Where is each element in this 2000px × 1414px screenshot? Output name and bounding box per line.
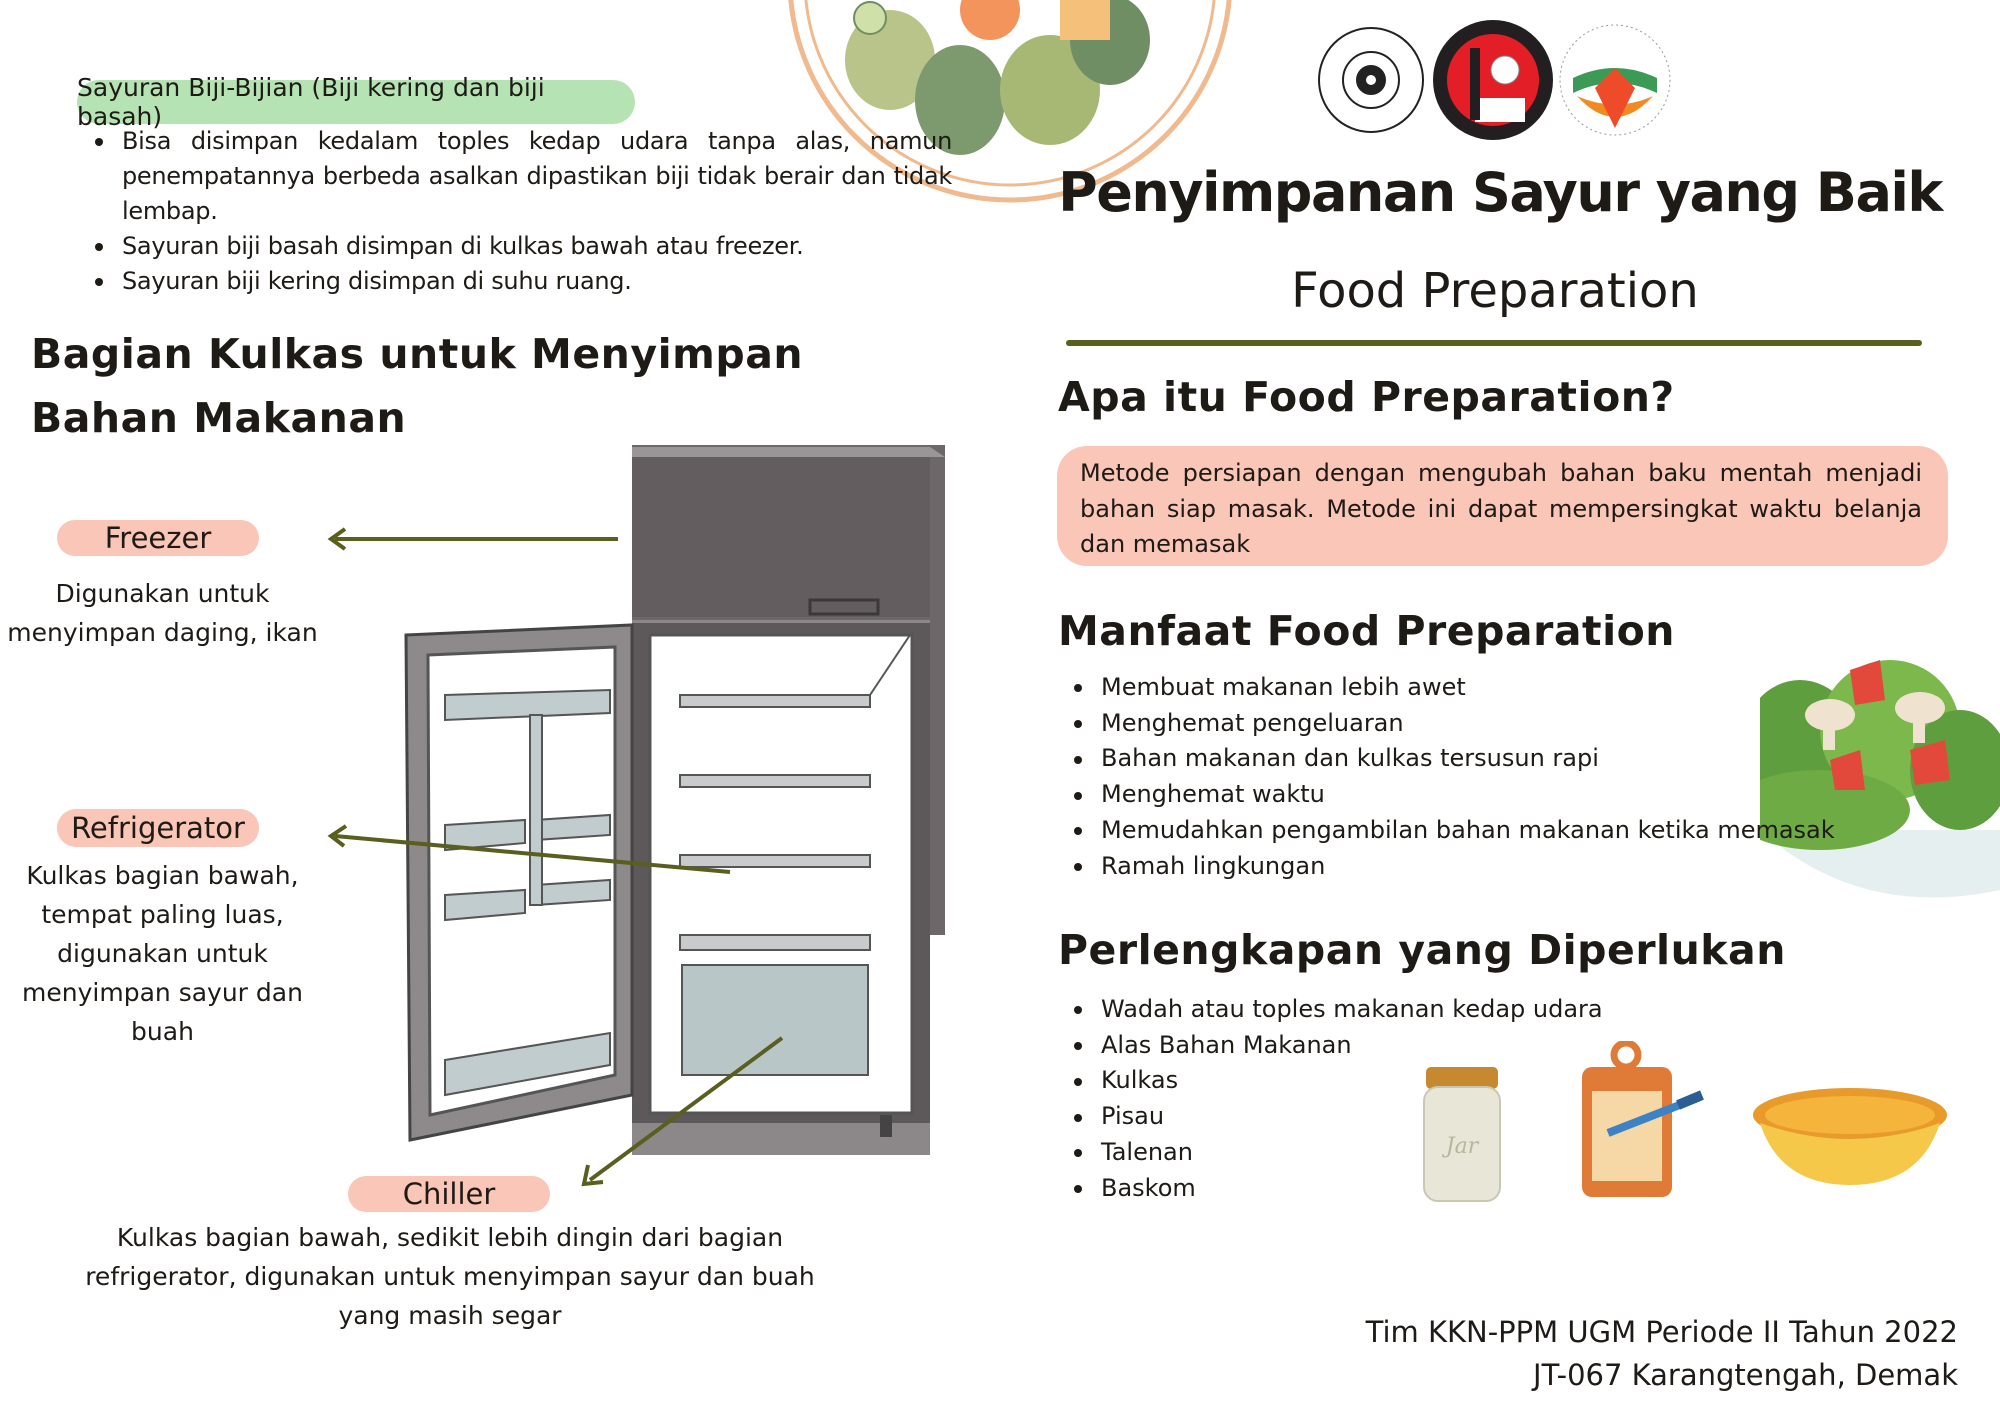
chiller-description: Kulkas bagian bawah, sedikit lebih dingi… (85, 1223, 815, 1330)
list-item: Menghemat waktu (1071, 777, 1835, 813)
logos (1318, 20, 1671, 140)
ugm-logo (1318, 27, 1424, 133)
chiller-label-pill: Chiller (348, 1176, 550, 1212)
list-item: Wadah atau toples makanan kedap udara (1071, 992, 1603, 1028)
footer-location: JT-067 Karangtengah, Demak (1533, 1358, 1958, 1392)
list-item: Kulkas (1071, 1063, 1603, 1099)
freezer-label: Freezer (104, 521, 212, 555)
heading-line: Bagian Kulkas untuk Menyimpan (31, 330, 804, 378)
fridge-section-heading: Bagian Kulkas untuk Menyimpan Bahan Maka… (31, 322, 803, 450)
what-description: Metode persiapan dengan mengubah bahan b… (1080, 459, 1922, 558)
basin-illustration (1753, 1088, 1947, 1185)
list-item: Memudahkan pengambilan bahan makanan ket… (1071, 813, 1835, 849)
benefits-heading: Manfaat Food Preparation (1058, 607, 1675, 655)
kkn-ppm-logo (1433, 20, 1553, 140)
refrigerator-label: Refrigerator (71, 811, 245, 845)
list-item: Pisau (1071, 1099, 1603, 1135)
freezer-label-pill: Freezer (57, 520, 259, 556)
list-item: Alas Bahan Makanan (1071, 1028, 1603, 1064)
list-item: Baskom (1071, 1171, 1603, 1207)
list-item: Sayuran biji basah disimpan di kulkas ba… (92, 229, 952, 264)
chiller-label: Chiller (402, 1177, 496, 1211)
fridge-arrows (327, 527, 784, 1187)
seeds-bullet-list: Bisa disimpan kedalam toples kedap udara… (92, 124, 952, 299)
cutting-board-illustration (1582, 1041, 1704, 1197)
kkn-demak-logo (1559, 24, 1671, 136)
refrigerator-label-pill: Refrigerator (57, 809, 259, 847)
list-item: Sayuran biji kering disimpan di suhu rua… (92, 264, 952, 299)
footer-team: Tim KKN-PPM UGM Periode II Tahun 2022 (1365, 1315, 1958, 1349)
footer: Tim KKN-PPM UGM Periode II Tahun 2022 JT… (1366, 1311, 1958, 1397)
salad-bowl-illustration (1760, 660, 2000, 898)
jar-label: Jar (1442, 1134, 1480, 1159)
list-item: Menghemat pengeluaran (1071, 706, 1835, 742)
what-heading: Apa itu Food Preparation? (1058, 373, 1675, 421)
list-item: Membuat makanan lebih awet (1071, 670, 1835, 706)
seeds-label-pill: Sayuran Biji-Bijian (Biji kering dan bij… (77, 73, 635, 131)
freezer-description: Digunakan untuk menyimpan daging, ikan (7, 579, 318, 647)
list-item: Bahan makanan dan kulkas tersusun rapi (1071, 741, 1835, 777)
list-item: Bisa disimpan kedalam toples kedap udara… (92, 124, 952, 229)
refrigerator-description: Kulkas bagian bawah, tempat paling luas,… (22, 861, 303, 1046)
list-item: Talenan (1071, 1135, 1603, 1171)
page-subtitle: Food Preparation (1291, 263, 1699, 319)
what-description-box: Metode persiapan dengan mengubah bahan b… (1057, 446, 1948, 566)
jar-illustration: Jar (1423, 1067, 1501, 1202)
heading-line: Bahan Makanan (31, 394, 407, 442)
equipment-heading: Perlengkapan yang Diperlukan (1058, 926, 1786, 974)
page-title: Penyimpanan Sayur yang Baik (1058, 161, 1943, 224)
benefits-list: Membuat makanan lebih awet Menghemat pen… (1071, 670, 1835, 884)
seeds-label: Sayuran Biji-Bijian (Biji kering dan bij… (77, 73, 545, 131)
refrigerator-arrow (334, 834, 731, 874)
chiller-arrow (588, 1036, 784, 1182)
fridge-illustration (404, 445, 945, 1155)
equipment-list: Wadah atau toples makanan kedap udara Al… (1071, 992, 1603, 1206)
list-item: Ramah lingkungan (1071, 849, 1835, 885)
salad-bowl-top-illustration (788, 0, 1232, 203)
title-divider (1066, 340, 1922, 346)
